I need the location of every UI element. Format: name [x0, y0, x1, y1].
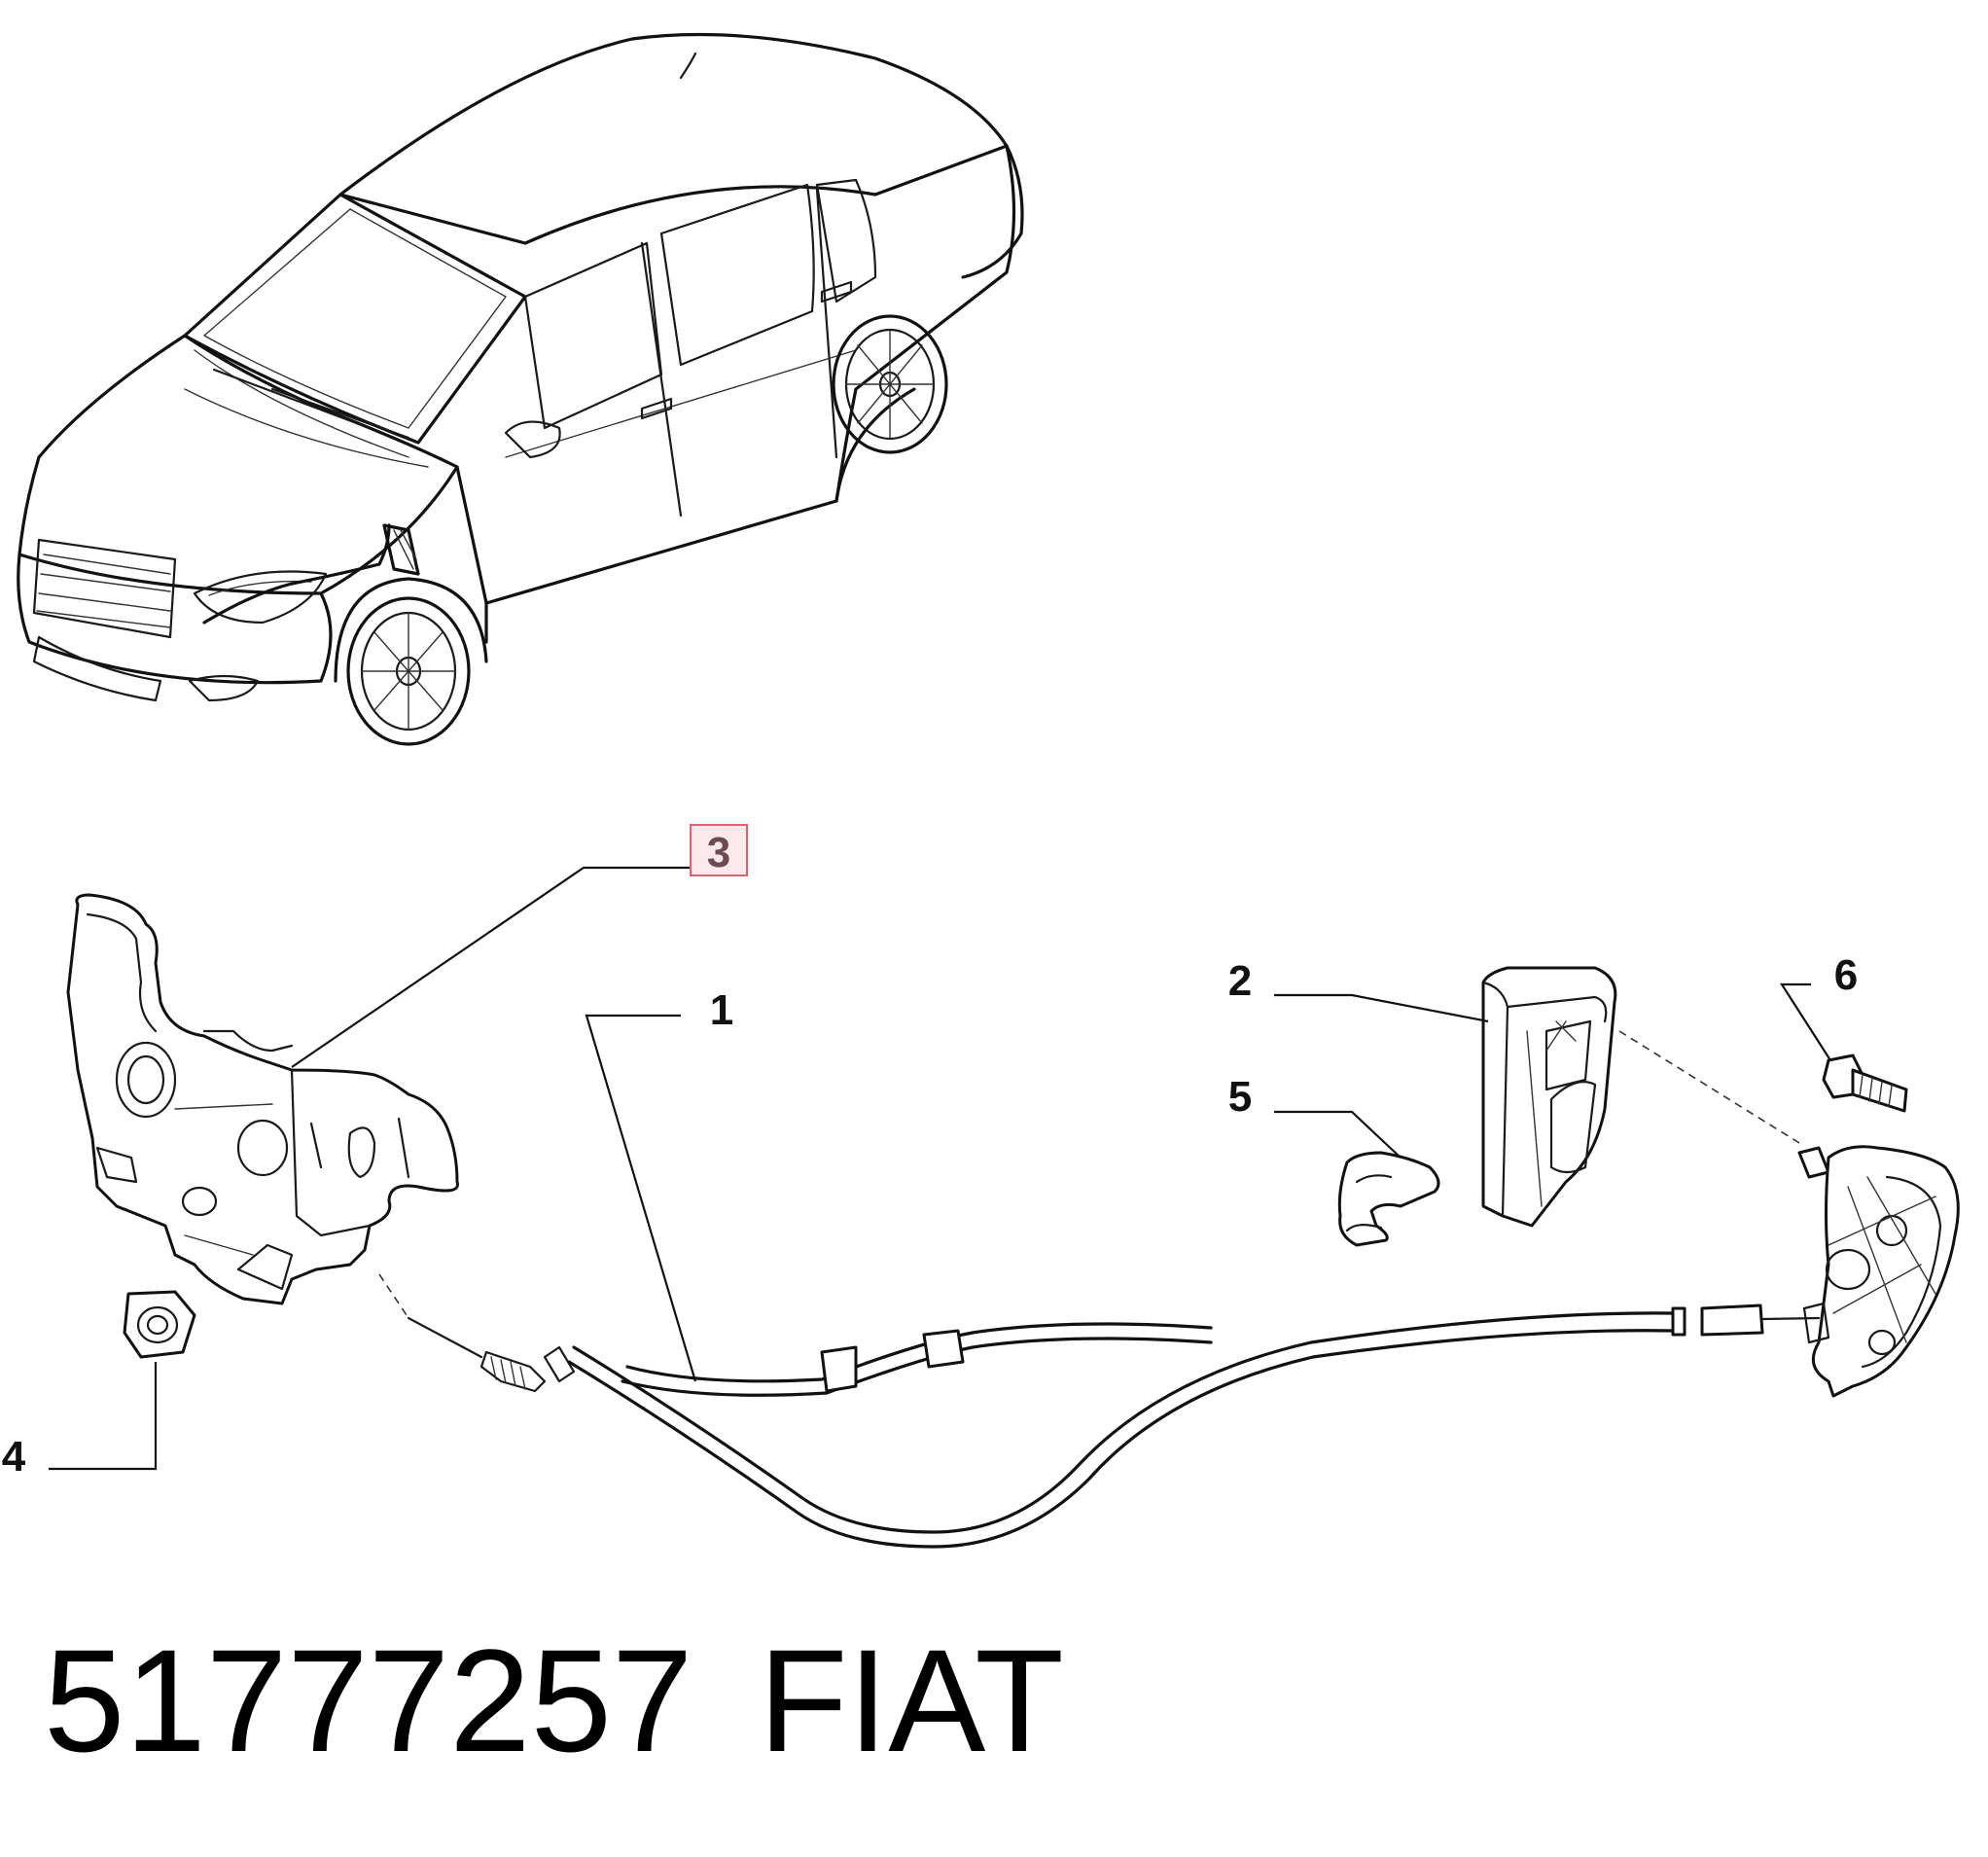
car-illustration: [17, 32, 1024, 746]
hood-latch: [66, 893, 459, 1305]
callout-1-label: 1: [710, 986, 733, 1034]
bolt: [1822, 1053, 1908, 1113]
clip: [1337, 1151, 1440, 1247]
callout-3-highlight-box: [690, 824, 748, 876]
cable-bracket: [1797, 1145, 1960, 1398]
callout-3-label: 3: [707, 829, 730, 876]
release-cable: [378, 1273, 1821, 1549]
caption: 51777257 FIAT: [44, 1619, 1064, 1782]
nut: [123, 1290, 196, 1359]
brand-name: FIAT: [759, 1619, 1064, 1782]
callout-6-label: 6: [1834, 951, 1858, 999]
callouts: 3 1 2 5 6 4: [2, 824, 1858, 1481]
callout-2-label: 2: [1228, 957, 1252, 1005]
release-handle: [1481, 966, 1800, 1228]
callout-4-label: 4: [2, 1433, 26, 1481]
part-number: 51777257: [44, 1619, 692, 1782]
callout-5-label: 5: [1228, 1073, 1252, 1121]
leader-lines: [49, 866, 1831, 1471]
